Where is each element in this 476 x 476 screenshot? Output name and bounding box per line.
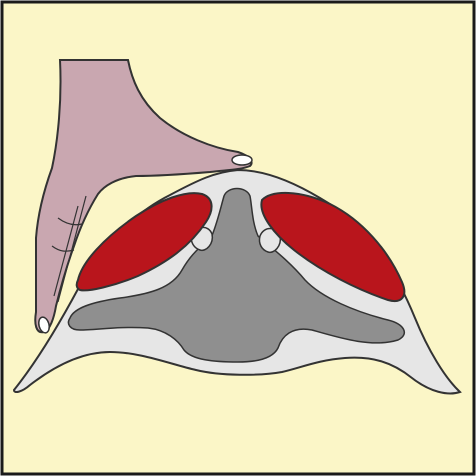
fingernail (232, 155, 252, 165)
